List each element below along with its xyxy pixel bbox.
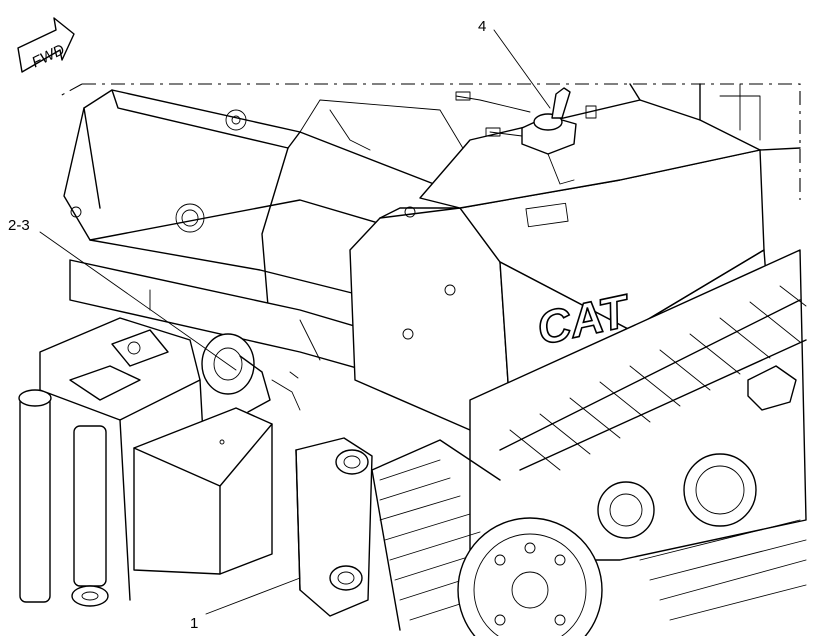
track-assembly bbox=[371, 249, 807, 631]
control-box bbox=[133, 407, 273, 575]
drive-sprocket bbox=[457, 517, 603, 636]
forward-direction-arrow: FWD bbox=[17, 17, 75, 73]
rear-fender-structure bbox=[63, 89, 471, 331]
track-shoes bbox=[509, 285, 807, 471]
callout-1: 1 bbox=[190, 577, 301, 632]
hydraulic-cylinder bbox=[18, 389, 109, 607]
hitch-link bbox=[295, 437, 373, 617]
callout-2-3-label: 2-3 bbox=[8, 217, 30, 234]
callout-4: 4 bbox=[478, 18, 551, 109]
callout-2-3: 2-3 bbox=[8, 217, 237, 371]
ripper-mount bbox=[39, 317, 211, 601]
cutaway-boundary bbox=[59, 83, 801, 200]
callout-1-label: 1 bbox=[190, 615, 198, 632]
callout-4-label: 4 bbox=[478, 18, 486, 35]
hub-plates bbox=[597, 365, 797, 539]
joystick-control bbox=[455, 87, 597, 185]
